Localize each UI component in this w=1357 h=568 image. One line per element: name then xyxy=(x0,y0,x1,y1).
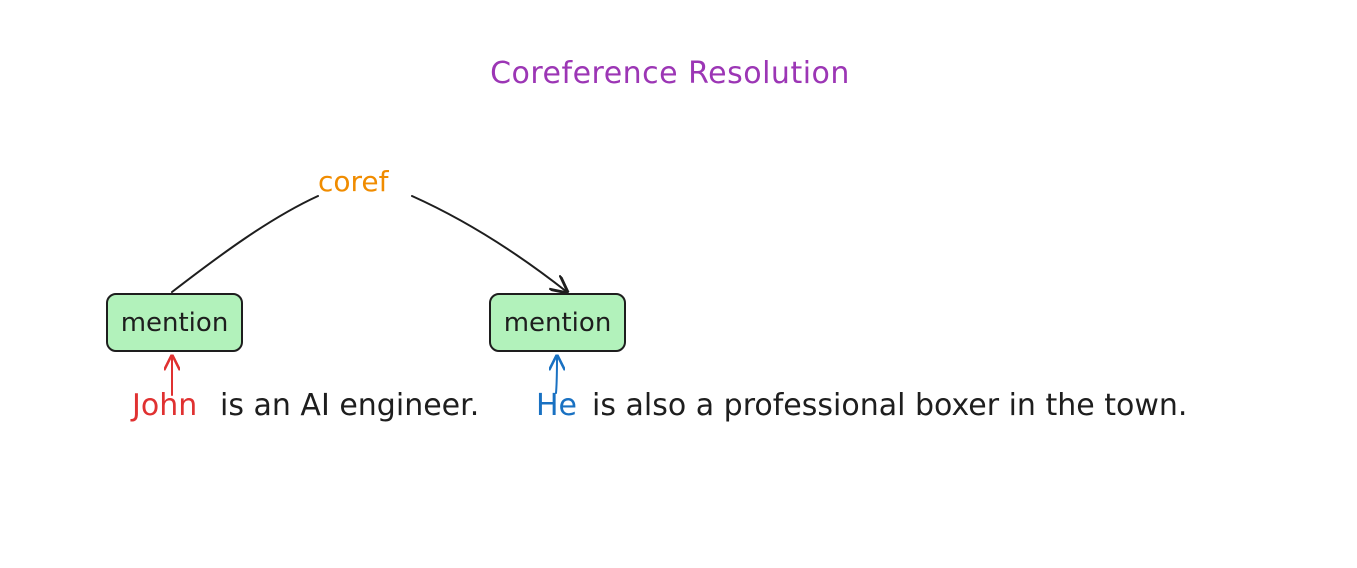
mention-john: John xyxy=(132,388,198,423)
mention-he: He xyxy=(536,388,578,423)
he-arrow xyxy=(556,356,557,394)
sentence-part-1: is an AI engineer. xyxy=(220,388,480,423)
mention-node-left: mention xyxy=(106,293,243,352)
mention-node-right-label: mention xyxy=(503,307,612,338)
sentence-part-2: is also a professional boxer in the town… xyxy=(592,388,1188,423)
diagram-title: Coreference Resolution xyxy=(490,56,850,91)
coref-relation-label: coref xyxy=(318,165,389,198)
mention-node-left-label: mention xyxy=(120,307,229,338)
coref-edge-left xyxy=(171,195,319,293)
coref-edge-right-arrow xyxy=(411,195,567,292)
mention-node-right: mention xyxy=(489,293,626,352)
